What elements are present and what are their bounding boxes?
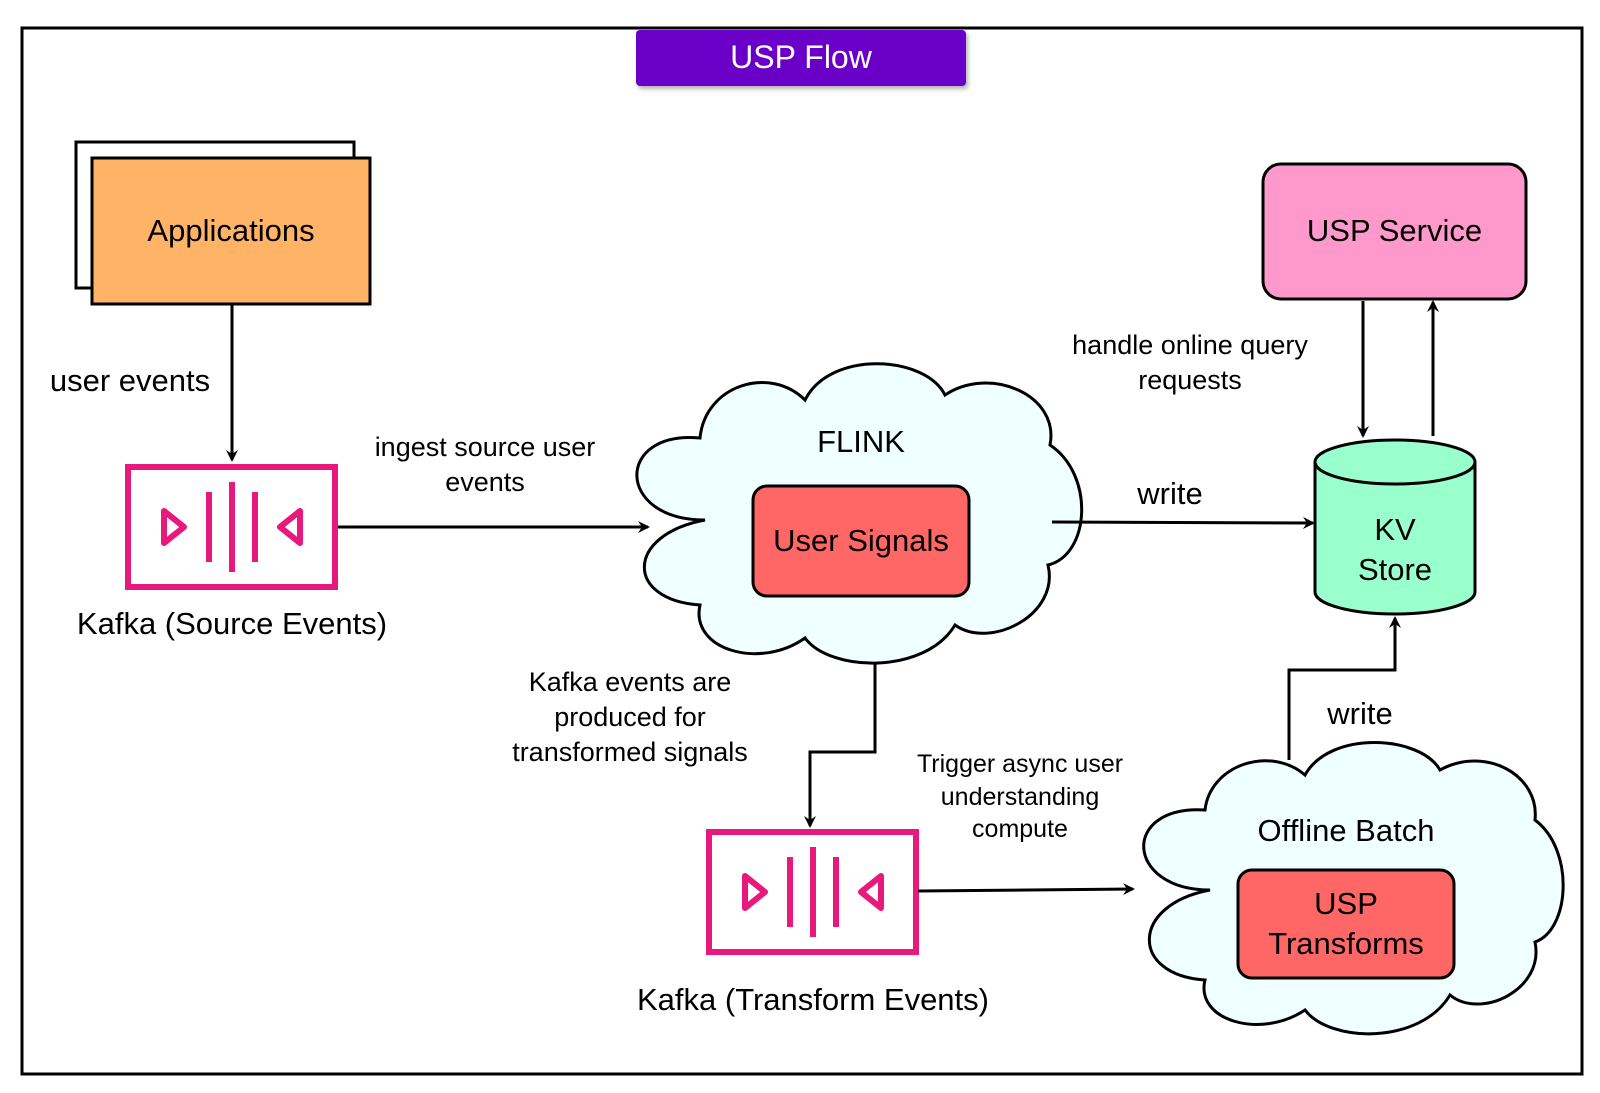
usp-transforms-label: USP Transforms — [1268, 885, 1424, 961]
applications-box — [90, 156, 372, 306]
page-title: USP Flow — [730, 39, 872, 76]
offline-batch-label: Offline Batch — [1257, 813, 1435, 848]
edge-label-ingest: ingest source user events — [374, 432, 596, 498]
flink-label: FLINK — [817, 424, 905, 459]
title-box — [636, 30, 966, 86]
usp-transforms-box — [1236, 868, 1456, 980]
arrow-flink-to-kv — [1051, 516, 1315, 529]
kafka-source-label: Kafka (Source Events) — [76, 606, 388, 641]
edge-label-write-batch: write — [1327, 696, 1393, 731]
edge-label-online-query: handle online query requests — [1072, 330, 1308, 396]
edge-label-user-events: user events — [49, 363, 211, 398]
arrow-batch-to-kv — [1287, 616, 1401, 760]
arrow-kafka-to-batch — [917, 883, 1135, 896]
kafka-transform-label: Kafka (Transform Events) — [636, 982, 989, 1017]
kafka-transform-icon — [706, 829, 919, 955]
edge-label-kafka-produced: Kafka events are produced for transforme… — [512, 667, 748, 768]
user-signals-label: User Signals — [773, 522, 949, 558]
edge-label-trigger: Trigger async user understanding compute — [916, 750, 1124, 843]
applications-label: Applications — [147, 212, 315, 248]
kv-store-label: KV Store — [1357, 511, 1433, 587]
arrows — [226, 300, 1439, 896]
user-signals-box — [751, 484, 971, 598]
arrow-flink-to-kafka-transform — [804, 662, 877, 828]
kafka-source-icon — [125, 464, 338, 590]
edge-label-write-flink: write — [1137, 476, 1203, 511]
kv-store-cylinder — [1313, 438, 1477, 616]
usp-service-label: USP Service — [1306, 213, 1483, 249]
usp-service-box — [1261, 162, 1528, 301]
